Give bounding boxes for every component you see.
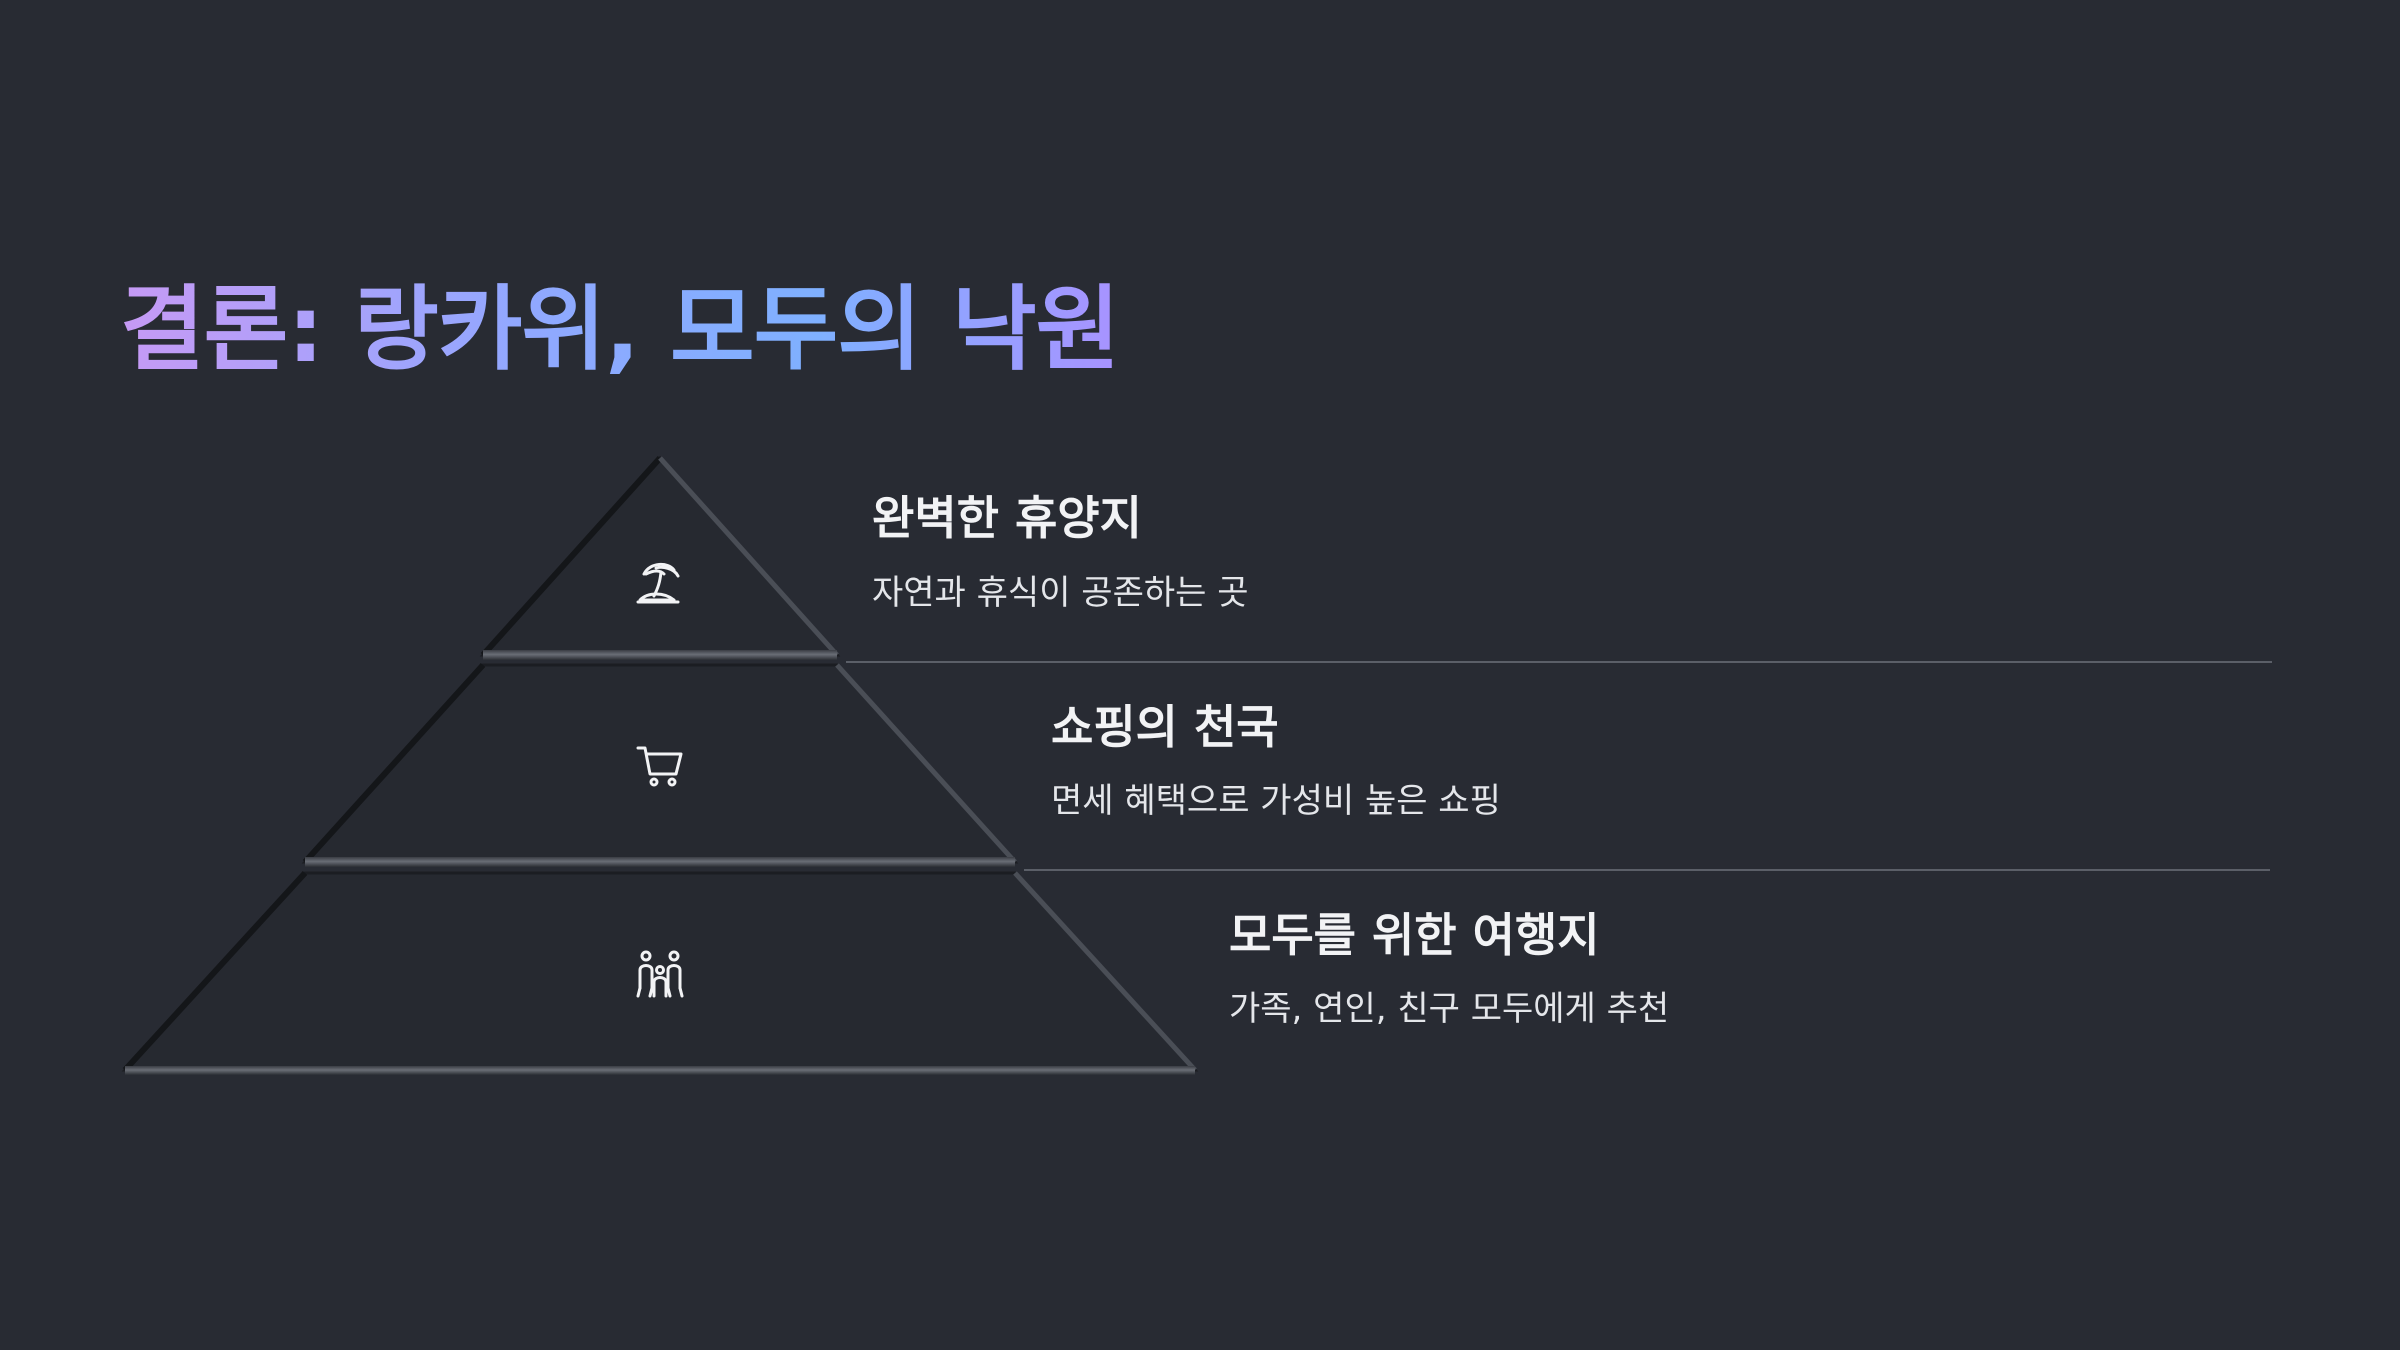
slide-title: 결론: 랑카위, 모두의 낙원 [120, 270, 1120, 390]
family-icon [634, 948, 686, 1000]
level-2-description: 면세 혜택으로 가성비 높은 쇼핑 [1051, 781, 1501, 821]
pyramid-tier-top [479, 455, 841, 660]
level-3-description: 가족, 연인, 친구 모두에게 추천 [1229, 989, 1670, 1029]
palm-tree-icon [634, 556, 686, 608]
level-2-heading: 쇼핑의 천국 [1051, 700, 1279, 754]
level-1-heading: 완벽한 휴양지 [872, 491, 1142, 545]
shopping-cart-icon [634, 740, 686, 792]
pyramid-tier-bottom [121, 870, 1199, 1075]
level-1-divider [846, 661, 2272, 663]
level-3-heading: 모두를 위한 여행지 [1229, 908, 1600, 962]
pyramid-tier-middle [301, 662, 1019, 867]
level-2-divider [1024, 869, 2270, 871]
level-1-description: 자연과 휴식이 공존하는 곳 [872, 573, 1249, 613]
